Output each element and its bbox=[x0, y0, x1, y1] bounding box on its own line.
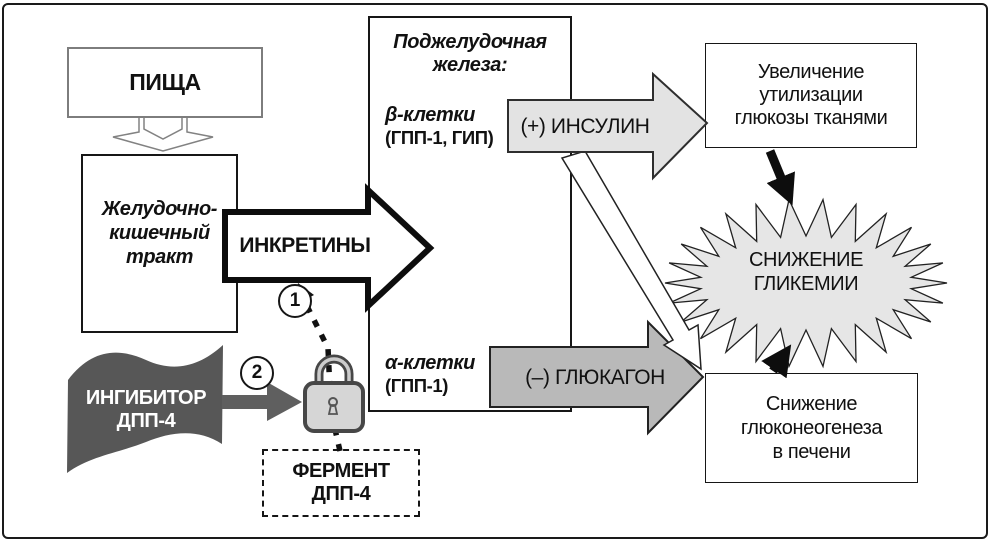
inhibitor-line: ИНГИБИТОР bbox=[85, 387, 207, 409]
gluconeogenesis-line: в печени bbox=[772, 441, 851, 463]
incretins-arrow bbox=[222, 183, 435, 313]
outer-border bbox=[2, 3, 988, 539]
pancreas-box: Поджелудочная железа: β-клетки (ГПП-1, Г… bbox=[368, 16, 572, 412]
lock-keyhole-stem bbox=[327, 404, 339, 415]
glucose-utilization-line: Увеличение bbox=[757, 61, 865, 83]
insulin-arrow bbox=[507, 71, 709, 181]
insulin-label: (+) ИНСУЛИН bbox=[520, 115, 650, 138]
alpha-cells-label: α-клетки bbox=[385, 352, 475, 374]
gi-tract-line: Желудочно- bbox=[101, 197, 218, 220]
enzyme-dpp4-box: ФЕРМЕНТ ДПП-4 bbox=[262, 449, 420, 517]
gluconeogenesis-line: глюконеогенеза bbox=[740, 417, 883, 439]
glucose-utilization-box: Увеличение утилизации глюкозы тканями bbox=[705, 43, 917, 148]
gi-tract-line: тракт bbox=[125, 245, 194, 268]
utilization-to-burst-arrow bbox=[765, 149, 795, 206]
gluconeogenesis-to-burst-arrow bbox=[761, 344, 792, 379]
glucagon-arrow bbox=[489, 319, 705, 436]
glycemia-burst-line: ГЛИКЕМИИ bbox=[753, 273, 859, 295]
step-2-number: 2 bbox=[251, 362, 263, 383]
step-1-number: 1 bbox=[289, 290, 301, 311]
glycemia-burst-line: СНИЖЕНИЕ bbox=[748, 249, 864, 271]
glucose-utilization-line: глюкозы тканями bbox=[734, 107, 888, 129]
pancreas-title: Поджелудочная железа: bbox=[393, 31, 547, 77]
gi-tract-line: кишечный bbox=[109, 221, 210, 244]
beta-cells-block: β-клетки (ГПП-1, ГИП) bbox=[385, 104, 494, 149]
inhibitor-line: ДПП-4 bbox=[116, 410, 176, 432]
enzyme-dpp4-line: ФЕРМЕНТ bbox=[292, 460, 390, 482]
gluconeogenesis-line: Снижение bbox=[765, 393, 858, 415]
glycemia-burst-label: СНИЖЕНИЕ ГЛИКЕМИИ bbox=[706, 248, 906, 296]
beta-cells-label: β-клетки bbox=[385, 104, 475, 126]
gluconeogenesis-box: Снижение глюконеогенеза в печени bbox=[705, 373, 918, 483]
food-box: ПИЩА bbox=[67, 47, 263, 118]
inhibitor-label: ИНГИБИТОР ДПП-4 bbox=[66, 387, 226, 433]
gi-tract-box: Желудочно- кишечный тракт bbox=[81, 154, 238, 333]
food-label: ПИЩА bbox=[129, 69, 201, 95]
pancreas-title-line: железа: bbox=[432, 54, 508, 76]
glucose-utilization-line: утилизации bbox=[759, 84, 863, 106]
padlock-icon bbox=[303, 354, 365, 433]
beta-hormones-label: (ГПП-1, ГИП) bbox=[385, 127, 494, 148]
enzyme-dpp4-line: ДПП-4 bbox=[311, 483, 371, 505]
inhibitor-banner bbox=[67, 345, 223, 473]
alpha-cells-block: α-клетки (ГПП-1) bbox=[385, 352, 475, 397]
lock-shackle-highlight bbox=[317, 357, 351, 389]
step-1-badge: 1 bbox=[278, 284, 312, 318]
step-2-badge: 2 bbox=[240, 356, 274, 390]
lock-keyhole bbox=[328, 397, 338, 407]
incretins-label: ИНКРЕТИНЫ bbox=[239, 234, 371, 257]
insulin-to-liver-arrow bbox=[560, 150, 702, 371]
lock-body bbox=[303, 381, 365, 433]
glycemia-burst bbox=[664, 197, 948, 369]
pancreas-title-line: Поджелудочная bbox=[393, 31, 547, 53]
inhibitor-to-lock-arrow bbox=[222, 382, 302, 421]
food-to-gi-arrow-inner bbox=[143, 118, 183, 140]
alpha-hormones-label: (ГПП-1) bbox=[385, 375, 449, 396]
glucagon-label: (–) ГЛЮКАГОН bbox=[525, 366, 665, 389]
